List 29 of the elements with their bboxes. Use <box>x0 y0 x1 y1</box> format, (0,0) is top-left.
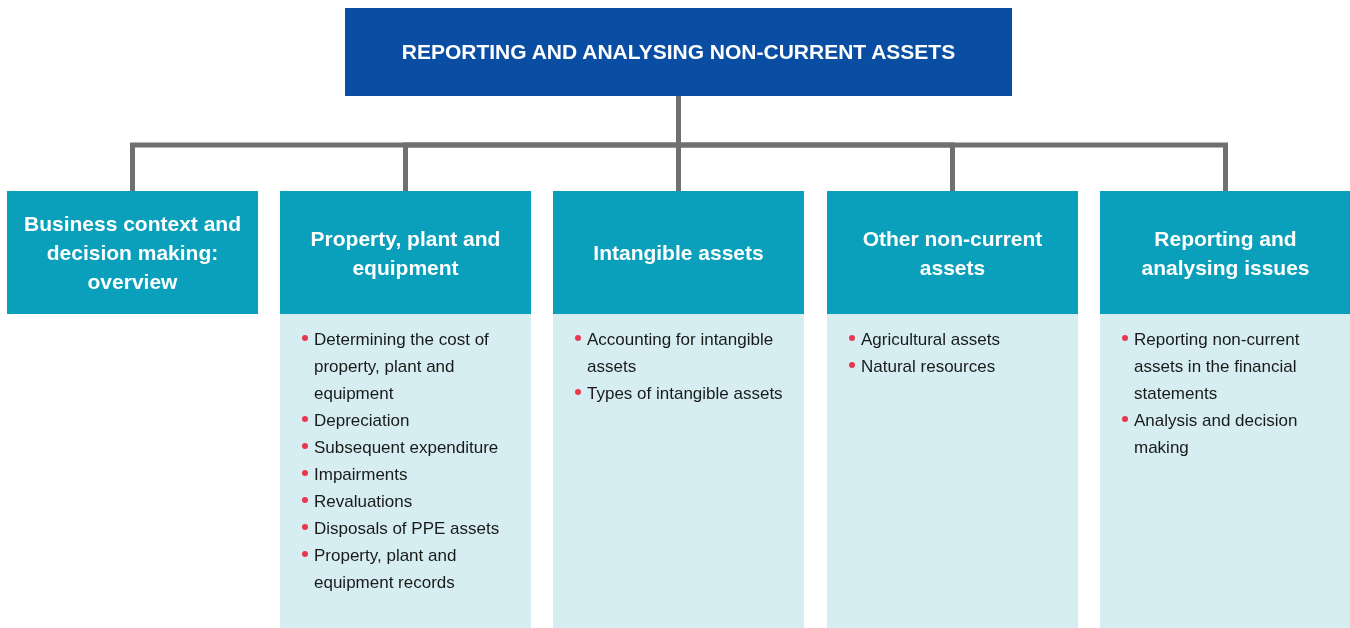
heading-text: Property, plant and equipment <box>309 225 502 281</box>
title-box <box>345 8 1012 96</box>
bullet-panel <box>827 314 1078 628</box>
bullet-text: Reporting non-current assets in the financial statements <box>1134 329 1301 405</box>
bullet-panel <box>1100 314 1350 628</box>
bullet-text: Accounting for intangible assets <box>587 329 775 378</box>
heading-text: Business context and decision making: overview <box>22 211 243 295</box>
heading-box <box>553 191 804 314</box>
bullet-panel <box>280 314 531 628</box>
bullet-text: Analysis and decision making <box>1134 410 1299 459</box>
heading-text: Reporting and analysing issues <box>1140 225 1311 281</box>
heading-text: Intangible assets <box>592 240 765 266</box>
bullet-text: Revaluations <box>314 491 413 513</box>
bullet-text: Determining the cost of property, plant and equipment <box>314 329 490 405</box>
heading-box <box>7 191 258 314</box>
bullet-text: Natural resources <box>861 356 996 378</box>
heading-box <box>827 191 1078 314</box>
bullet-text: Disposals of PPE assets <box>314 518 500 540</box>
bullet-text: Property, plant and equipment records <box>314 545 458 594</box>
bullet-text: Depreciation <box>314 410 410 432</box>
bullet-text: Agricultural assets <box>861 329 1000 351</box>
heading-box <box>1100 191 1350 314</box>
heading-text: Other non-current assets <box>861 225 1044 281</box>
bullet-text: Types of intangible assets <box>587 383 783 405</box>
bullet-text: Subsequent expenditure <box>314 437 499 459</box>
bullet-text: Impairments <box>314 464 408 486</box>
bullet-panel <box>553 314 804 628</box>
heading-box <box>280 191 531 314</box>
title-text: REPORTING AND ANALYSING NON-CURRENT ASSETS <box>401 39 956 66</box>
